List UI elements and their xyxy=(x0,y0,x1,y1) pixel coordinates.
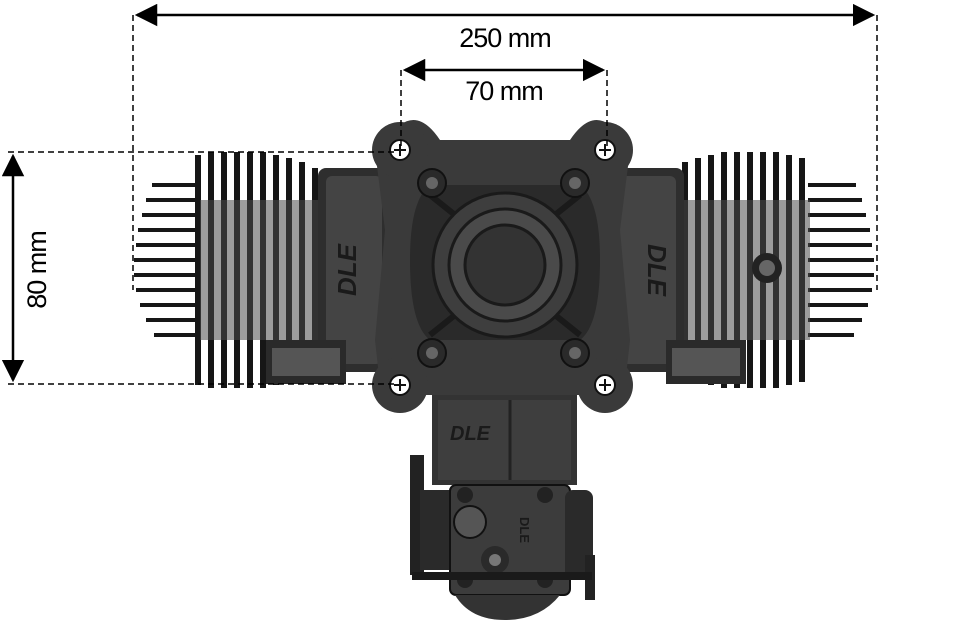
mount-spacing-label: 70 mm xyxy=(465,76,543,106)
carburetor-logo: DLE xyxy=(517,517,532,543)
right-cylinder: DLE xyxy=(612,152,874,388)
dimension-mount-height: 80 mm xyxy=(1,151,395,385)
crankcase-logo: DLE xyxy=(450,423,491,445)
right-head-fins xyxy=(808,183,874,337)
dimension-mount-spacing: 70 mm xyxy=(400,58,608,150)
right-cylinder-logo: DLE xyxy=(642,244,672,297)
dimension-overall-width: 250 mm xyxy=(132,3,878,290)
carburetor: DLE xyxy=(410,455,595,620)
left-cylinder-logo: DLE xyxy=(332,243,362,296)
lower-case: DLE xyxy=(432,395,577,485)
left-cylinder: DLE xyxy=(134,152,390,388)
mount-holes xyxy=(389,139,616,396)
crankcase xyxy=(372,120,633,413)
overall-width-label: 250 mm xyxy=(459,23,551,53)
left-head-fins xyxy=(134,183,200,337)
mount-height-label: 80 mm xyxy=(22,231,52,309)
